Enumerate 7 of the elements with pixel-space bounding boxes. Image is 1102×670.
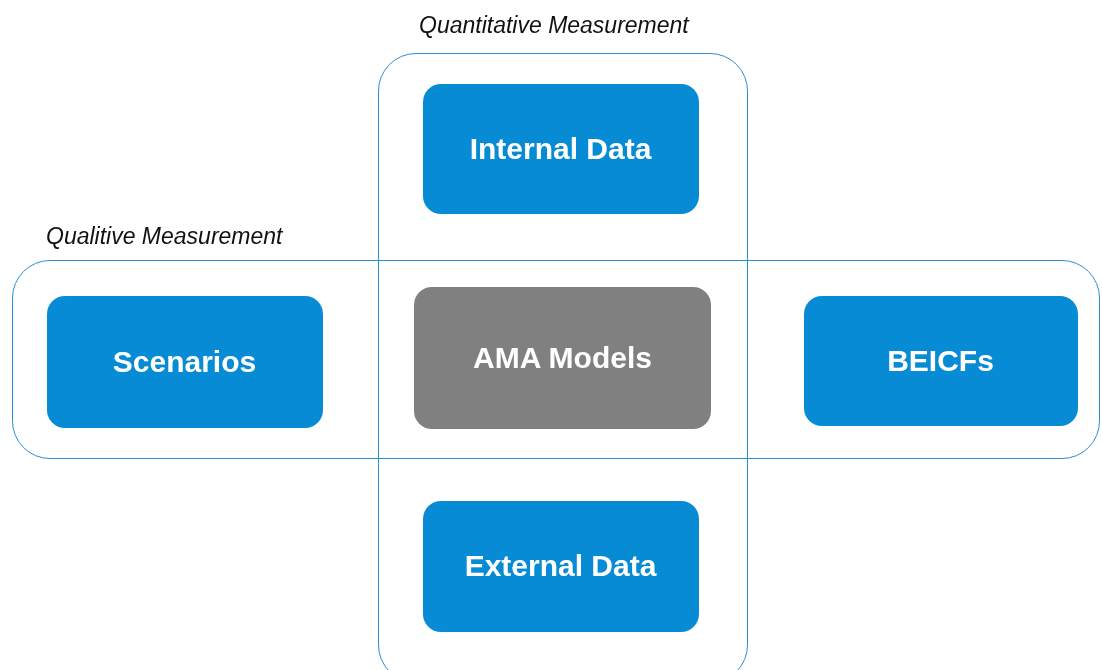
process-box: Scenarios [46, 295, 323, 428]
process-box: External Data [422, 500, 699, 632]
group-heading: Qualitive Measurement [46, 223, 283, 250]
process-box: AMA Models [414, 287, 711, 429]
process-box: Internal Data [422, 83, 699, 214]
process-box: BEICFs [803, 295, 1078, 426]
group-heading: Quantitative Measurement [419, 12, 689, 39]
